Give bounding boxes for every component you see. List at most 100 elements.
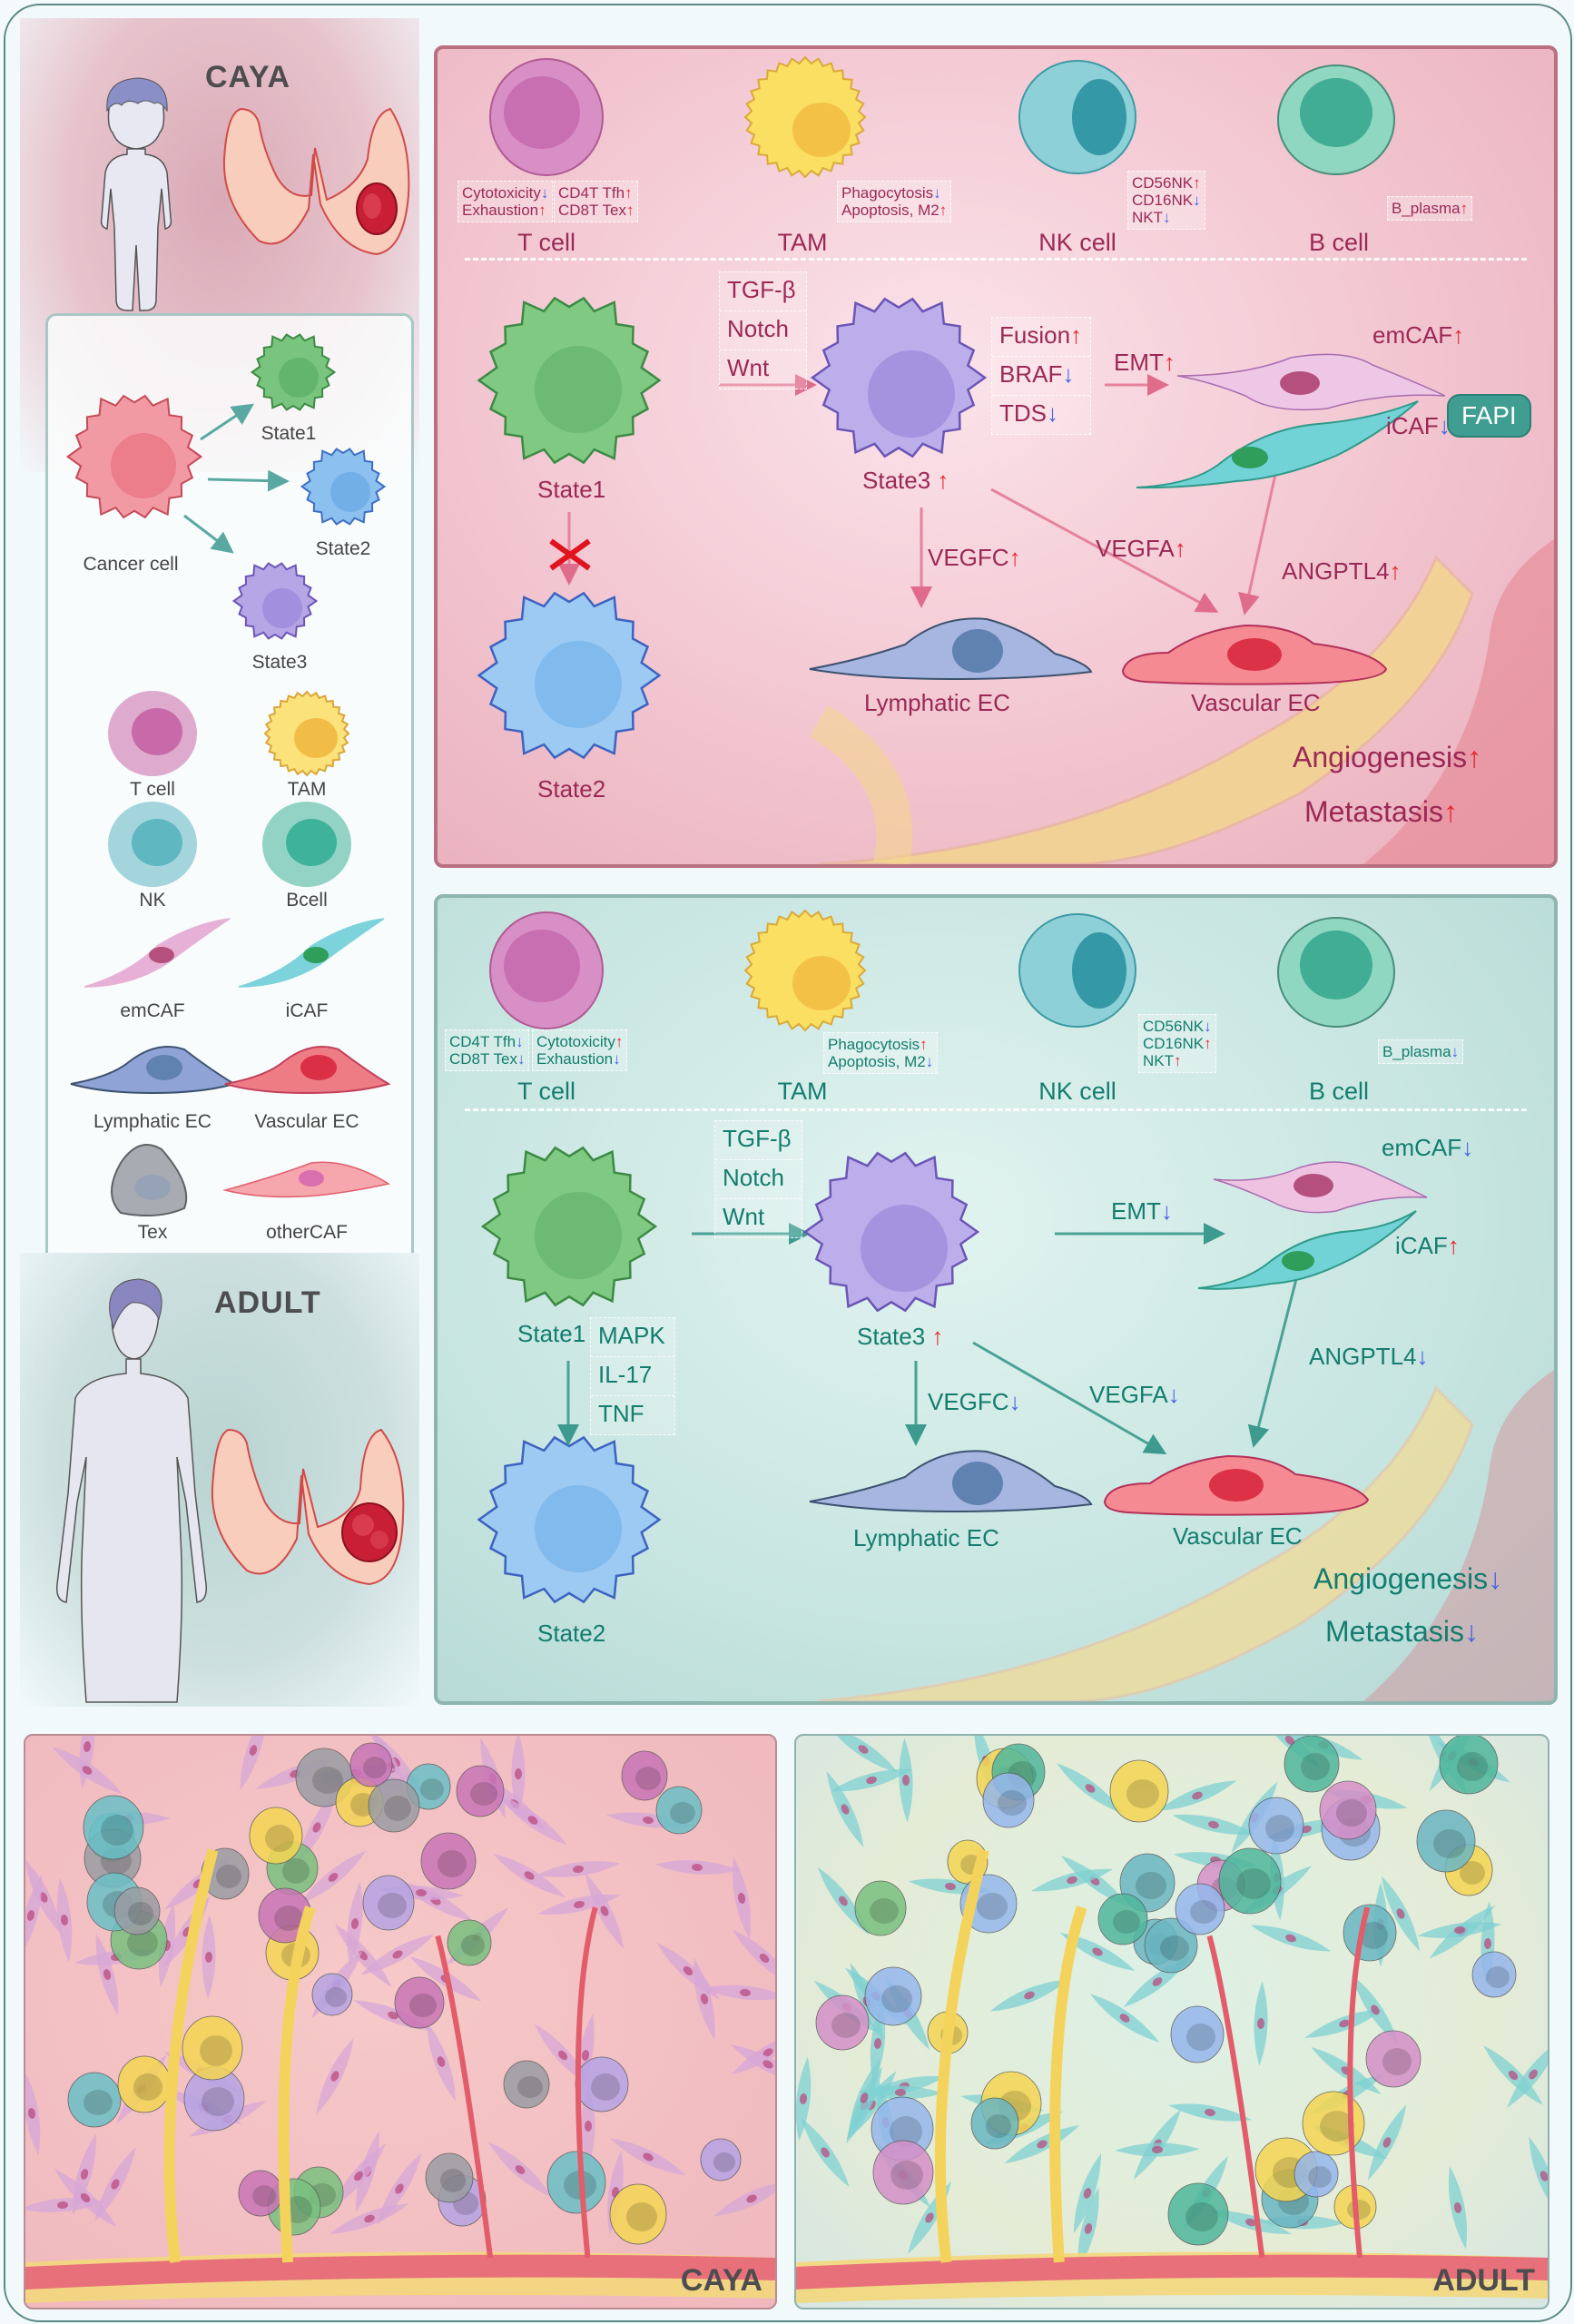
icaf-label: iCAF↓	[1386, 412, 1451, 439]
fapi-badge: FAPI	[1447, 394, 1531, 438]
down-arrow-icon: ↓	[516, 1050, 526, 1068]
annotation-item: B_plasma↓	[1382, 1043, 1459, 1060]
tme-cell	[621, 1750, 668, 1801]
annotation-item: B_plasma↑	[1392, 200, 1468, 217]
emcaf-label: emCAF↓	[1382, 1134, 1474, 1161]
tme-cell	[1365, 2030, 1422, 2088]
annotation-text: Cytotoxicity	[462, 184, 541, 202]
t-cell-label: T cell	[516, 1078, 576, 1105]
stroma-spindle-cell	[56, 1877, 73, 1963]
annotation-item: Exhaustion↓	[536, 1050, 623, 1068]
stroma-spindle-cell	[796, 2056, 812, 2142]
pathway-item: TGF-β	[720, 272, 806, 311]
tme-cell	[546, 2151, 606, 2214]
annotation-item: NKT↑	[1143, 1052, 1212, 1069]
stroma-spindle-cell	[828, 1736, 899, 1774]
state2-label: State2	[537, 1620, 606, 1647]
stroma-spindle-cell	[1157, 1780, 1237, 1811]
stroma-spindle-cell	[360, 1934, 435, 1975]
down-arrow-icon: ↓	[1047, 399, 1058, 427]
annotation-text: NKT	[1132, 209, 1163, 226]
tme-cell	[1439, 1736, 1499, 1795]
up-arrow-icon: ↑	[625, 202, 635, 219]
b-cell-icon	[1277, 917, 1395, 1028]
icaf-cell-icon	[1136, 400, 1419, 489]
tme-cell	[1284, 1736, 1340, 1793]
t-cell-label: T cell	[516, 229, 576, 256]
emcaf-cell-icon	[1213, 1161, 1428, 1214]
down-arrow-icon: ↓	[516, 1033, 524, 1050]
tme-cell	[1416, 1809, 1476, 1873]
emt-label: EMT↑	[1114, 349, 1176, 376]
stroma-spindle-cell	[1073, 2152, 1102, 2234]
tme-cell	[447, 1919, 492, 1966]
capillary-branch	[435, 1906, 598, 2259]
legend-item-label: Vascular EC	[254, 1111, 359, 1132]
tme-cell	[238, 2170, 283, 2217]
stroma-spindle-cell	[1059, 1932, 1136, 1972]
annotation-text: B_plasma	[1392, 200, 1461, 217]
adult-title: ADULT	[214, 1285, 321, 1320]
differentiation-arrows	[183, 403, 290, 554]
pathway-item: Wnt	[727, 354, 770, 381]
state1-label: State1	[537, 476, 606, 503]
tme-cell	[83, 1795, 144, 1860]
annotation-item: NKT↓	[1132, 209, 1201, 226]
annotation-item: Apoptosis, M2↓	[828, 1053, 933, 1070]
tme-cell	[864, 1966, 922, 2026]
nk-cell-icon	[1018, 60, 1136, 174]
angiogenesis-label: Angiogenesis↓	[1313, 1562, 1503, 1595]
annotation-text: Cytotoxicity	[536, 1033, 615, 1050]
lymphatic-ec-icon	[809, 1450, 1093, 1513]
stroma-spindle-cell	[654, 1860, 740, 1875]
stroma-spindle-cell	[1417, 1922, 1502, 1938]
adult-tme-scene	[796, 1736, 1548, 2303]
nk-annotation: CD56NK↓CD16NK↑NKT↑	[1138, 1014, 1216, 1073]
stroma-spindle-cell	[848, 2058, 880, 2138]
tam-label: TAM	[777, 229, 828, 256]
stroma-spindle-cell	[377, 2152, 422, 2225]
metastasis-label: Metastasis↓	[1325, 1615, 1479, 1648]
lymphatic-branch	[163, 1848, 316, 2263]
tme-cell	[982, 1772, 1035, 1828]
tme-cell	[249, 1807, 303, 1865]
stroma-spindle-cell	[202, 1915, 216, 2000]
annotation-item: CD16NK↓	[1132, 192, 1201, 209]
adult-figure-icon	[55, 1278, 208, 1703]
tme-cell	[1319, 1780, 1377, 1840]
pathway-item: MAPK	[591, 1318, 674, 1357]
pathway-item: Notch	[720, 311, 806, 350]
legend-item-label: Bcell	[286, 890, 328, 911]
tme-cell	[655, 1786, 703, 1835]
legend-item-label: NK	[139, 890, 166, 911]
b-cell-label: B cell	[1308, 1078, 1370, 1105]
stroma-spindle-cell	[817, 1866, 870, 1935]
legend-state2-label: State2	[315, 538, 371, 559]
nk-cell-label: NK cell	[1038, 1078, 1117, 1105]
pathway-item: Notch	[715, 1160, 802, 1199]
tme-cell	[349, 1742, 393, 1787]
stroma-spindle-cell	[899, 1738, 913, 1823]
nk-cell-icon	[1018, 913, 1136, 1028]
adult-mechanism-panel: CD4T Tfh↓CD8T Tex↓ Cytotoxicity↑Exhausti…	[434, 894, 1558, 1705]
blood-vessel	[25, 2254, 775, 2290]
annotation-text: Phagocytosis	[828, 1036, 920, 1053]
up-arrow-icon: ↑	[920, 1036, 928, 1053]
down-arrow-icon: ↓	[613, 1050, 621, 1068]
annotation-item: CD56NK↓	[1143, 1018, 1212, 1035]
state3-cell-icon	[802, 1151, 980, 1313]
up-arrow-icon: ↑	[615, 1033, 624, 1050]
state1-cell-icon	[480, 1146, 658, 1307]
up-arrow-icon: ↑	[625, 184, 633, 202]
state1-label: State1	[517, 1320, 586, 1347]
othercaf-icon	[222, 1161, 390, 1198]
tme-cell	[311, 1973, 353, 2016]
tme-cell	[1144, 1917, 1198, 1974]
stroma-spindle-cell	[1089, 1994, 1160, 2043]
t-cell-icon	[108, 691, 197, 776]
annotation-text: CD8T Tex	[558, 202, 626, 219]
stroma-spindle-cell	[240, 1736, 267, 1791]
tam-label: TAM	[777, 1078, 828, 1105]
thyroid-tumor-icon	[222, 107, 410, 256]
